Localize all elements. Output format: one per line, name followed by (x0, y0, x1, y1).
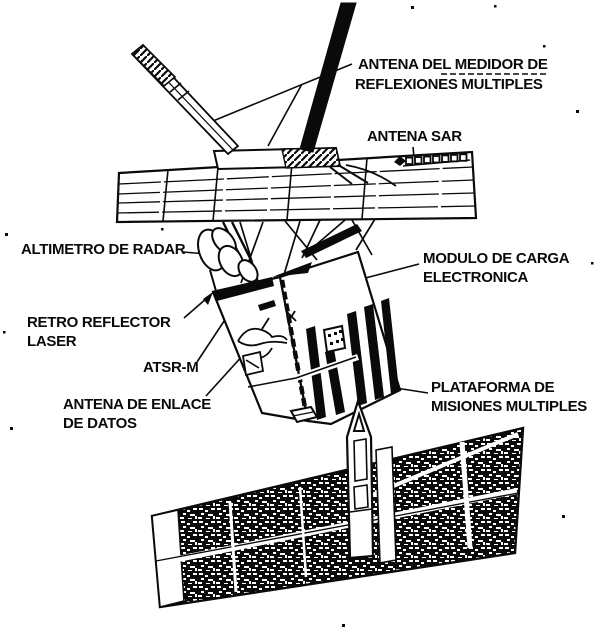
retro-reflector-arrowhead (203, 292, 213, 305)
svg-text:MISIONES MULTIPLES: MISIONES MULTIPLES (431, 398, 587, 415)
svg-text:ELECTRONICA: ELECTRONICA (423, 269, 529, 286)
leader-plataforma (395, 387, 429, 394)
label-atsr-m: ATSR-M (143, 359, 198, 376)
equipment-box (289, 405, 319, 424)
payload-module-body (211, 250, 402, 426)
sar-feed-marker (394, 156, 406, 166)
mrr-antenna-boom-right (299, 2, 357, 153)
label-retro-reflector: RETRO REFLECTOR LASER (27, 314, 171, 350)
solar-array-panel (150, 426, 525, 609)
laser-retroreflector (258, 300, 276, 311)
label-antena-medidor-line2: REFLEXIONES MULTIPLES (355, 76, 543, 93)
sar-panel-dividers (162, 157, 368, 222)
label-altimetro-radar: ALTIMETRO DE RADAR (21, 241, 186, 258)
leader-retro-reflector (183, 297, 208, 319)
label-antena-medidor-line1: ANTENA DEL MEDIDOR DE (358, 56, 548, 73)
label-plataforma: PLATAFORMA DE MISIONES MULTIPLES (431, 379, 588, 415)
svg-text:RETRO REFLECTOR: RETRO REFLECTOR (27, 314, 171, 331)
leader-medidor-b (267, 83, 303, 147)
mast-side-strip (375, 446, 397, 564)
sar-antenna-panel (115, 150, 478, 224)
label-modulo-carga: MODULO DE CARGA ELECTRONICA (423, 250, 570, 286)
calibration-target (322, 324, 347, 354)
sar-feed-boxes (394, 153, 471, 167)
svg-text:PLATAFORMA DE: PLATAFORMA DE (431, 379, 555, 396)
atsr-m-instrument (241, 350, 265, 377)
face-x-mark (286, 310, 297, 323)
svg-text:LASER: LASER (27, 333, 77, 350)
svg-text:MODULO DE CARGA: MODULO DE CARGA (423, 250, 570, 267)
solar-array-mast (345, 397, 397, 564)
label-antena-medidor: ANTENA DEL MEDIDOR DE REFLEXIONES MULTIP… (355, 56, 548, 93)
svg-text:ANTENA DE ENLACE: ANTENA DE ENLACE (63, 396, 211, 413)
scan-specks (3, 5, 594, 627)
mrr-antenna-boom-left (130, 43, 240, 156)
label-antena-enlace: ANTENA DE ENLACE DE DATOS (63, 396, 212, 432)
support-truss (221, 218, 376, 289)
label-antena-sar: ANTENA SAR (367, 128, 462, 145)
radar-altimeter-dish (197, 227, 259, 292)
leader-lines (182, 63, 429, 397)
antenna-mounting-plate (212, 146, 397, 187)
svg-text:DE DATOS: DE DATOS (63, 415, 137, 432)
